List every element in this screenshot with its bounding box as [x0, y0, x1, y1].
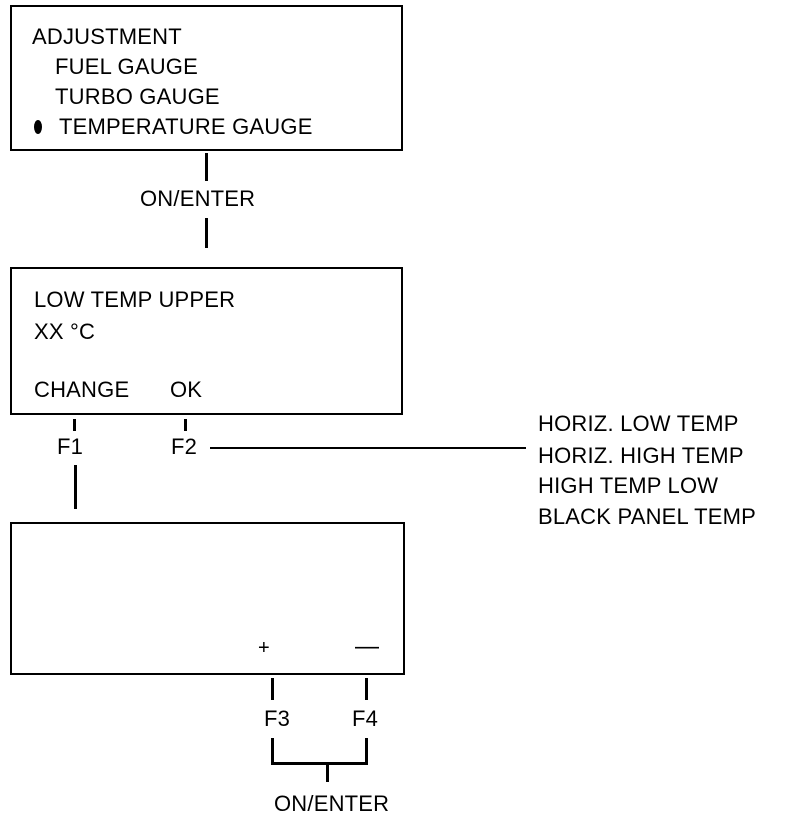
connector-line — [205, 153, 208, 181]
bracket-stem — [326, 764, 329, 782]
softkey-change[interactable]: CHANGE — [34, 377, 130, 402]
key-f1[interactable]: F1 — [57, 434, 84, 459]
menu-item-temperature-gauge[interactable]: TEMPERATURE GAUGE — [59, 114, 313, 139]
change-screen: + — — [10, 522, 405, 675]
menu-item-turbo-gauge[interactable]: TURBO GAUGE — [55, 84, 220, 109]
f1-connector-line — [74, 465, 77, 509]
menu-item-fuel-gauge[interactable]: FUEL GAUGE — [55, 54, 198, 79]
bracket-right — [365, 738, 368, 764]
bracket-left — [271, 738, 274, 764]
f3-tick — [271, 678, 274, 700]
connector-line — [205, 218, 208, 248]
f2-connector-line — [210, 447, 526, 449]
setting-screen: LOW TEMP UPPER XX °C CHANGE OK — [10, 267, 403, 415]
next-setting-horiz-low-temp: HORIZ. LOW TEMP — [538, 411, 739, 436]
setting-title: LOW TEMP UPPER — [34, 287, 236, 312]
adjustment-screen: ADJUSTMENT FUEL GAUGE TURBO GAUGE TEMPER… — [10, 5, 403, 151]
softkey-ok[interactable]: OK — [170, 377, 203, 402]
adjustment-title: ADJUSTMENT — [32, 24, 182, 49]
key-f4[interactable]: F4 — [352, 706, 379, 731]
setting-value: XX °C — [34, 319, 96, 344]
bracket-bottom — [271, 762, 368, 765]
next-setting-black-panel-temp: BLACK PANEL TEMP — [538, 504, 756, 529]
next-setting-high-temp-low: HIGH TEMP LOW — [538, 473, 719, 498]
plus-icon: + — [258, 637, 270, 659]
f2-tick — [184, 419, 187, 431]
selection-pointer-icon — [34, 120, 42, 134]
next-setting-horiz-high-temp: HORIZ. HIGH TEMP — [538, 443, 744, 468]
key-f3[interactable]: F3 — [264, 706, 291, 731]
key-f2[interactable]: F2 — [171, 434, 198, 459]
minus-icon: — — [355, 633, 380, 660]
on-enter-label: ON/ENTER — [140, 186, 256, 211]
f1-tick — [73, 419, 76, 431]
on-enter-label-bottom: ON/ENTER — [274, 791, 390, 816]
f4-tick — [365, 678, 368, 700]
